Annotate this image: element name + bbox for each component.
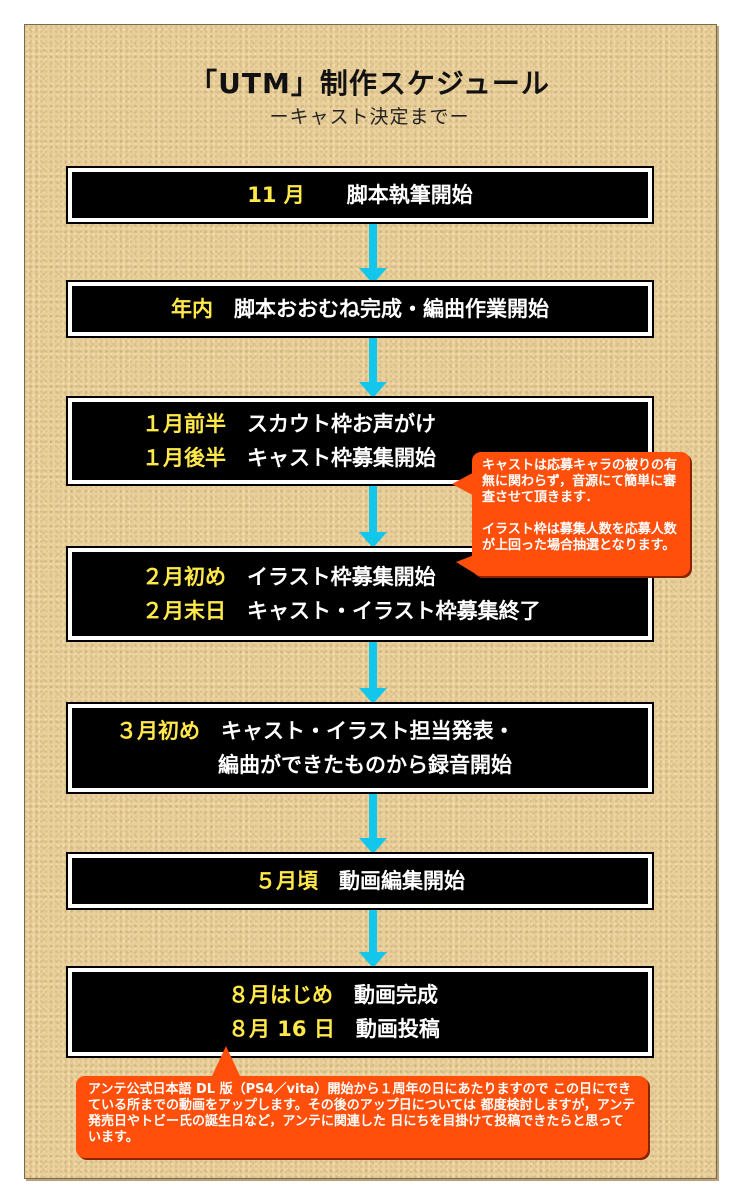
step-date: ２月末日	[142, 599, 226, 623]
step-line: １月前半 スカウト枠お声がけ	[142, 407, 436, 441]
step-text: 動画編集開始	[339, 869, 465, 893]
schedule-step-year-end: 年内 脚本おおむね完成・編曲作業開始	[66, 280, 654, 338]
schedule-step-november: 11 月 脚本執筆開始	[66, 166, 654, 224]
step-line: 11 月 脚本執筆開始	[247, 178, 473, 212]
step-text: 編曲ができたものから録音開始	[218, 753, 512, 777]
step-text: キャスト・イラスト担当発表・	[221, 719, 515, 743]
bottom-note: アンテ公式日本語 DL 版（PS4／vita）開始から１周年の日にあたりますので…	[76, 1076, 648, 1158]
down-arrow-icon	[353, 484, 393, 548]
down-arrow-icon	[353, 906, 393, 968]
step-line: 編曲ができたものから録音開始	[116, 748, 512, 782]
step-text: スカウト枠お声がけ	[247, 412, 436, 436]
step-line: １月後半 キャスト枠募集開始	[142, 441, 436, 475]
schedule-step-august: ８月はじめ 動画完成 ８月 16 日 動画投稿	[66, 966, 654, 1058]
schedule-step-february: ２月初め イラスト枠募集開始 ２月末日 キャスト・イラスト枠募集終了	[66, 546, 654, 642]
schedule-step-may: ５月頃 動画編集開始	[66, 852, 654, 910]
step-text: キャスト枠募集開始	[247, 446, 436, 470]
step-date: 年内	[171, 297, 213, 321]
step-date: ８月 16 日	[228, 1017, 335, 1041]
down-arrow-icon	[353, 640, 393, 704]
step-date: ５月頃	[255, 869, 318, 893]
step-text: イラスト枠募集開始	[247, 565, 436, 589]
step-line: ５月頃 動画編集開始	[255, 864, 465, 898]
step-date: ２月初め	[142, 565, 226, 589]
step-date: 11 月	[247, 183, 305, 207]
step-line: ３月初め キャスト・イラスト担当発表・	[116, 714, 515, 748]
down-arrow-icon	[353, 792, 393, 854]
step-text: 動画完成	[354, 983, 438, 1007]
page-subtitle: ーキャスト決定までー	[269, 106, 470, 128]
step-line: ８月 16 日 動画投稿	[228, 1012, 440, 1046]
down-arrow-icon	[353, 336, 393, 398]
step-text: 脚本執筆開始	[346, 183, 473, 207]
note-pointer	[212, 1046, 240, 1076]
step-line: ８月はじめ 動画完成	[228, 978, 438, 1012]
step-text: 脚本おおむね完成・編曲作業開始	[234, 297, 549, 321]
down-arrow-icon	[353, 222, 393, 284]
step-date: ３月初め	[116, 719, 200, 743]
step-line: ２月末日 キャスト・イラスト枠募集終了	[142, 594, 541, 628]
schedule-step-march: ３月初め キャスト・イラスト担当発表・ 編曲ができたものから録音開始	[66, 702, 654, 794]
step-text: キャスト・イラスト枠募集終了	[247, 599, 541, 623]
cast-note-text: キャストは応募キャラの被りの有無に関わらず，音源にて簡単に審査させて頂きます．	[482, 458, 678, 505]
step-line: 年内 脚本おおむね完成・編曲作業開始	[171, 292, 549, 326]
step-date: ８月はじめ	[228, 983, 333, 1007]
page-title: 「UTM」制作スケジュール	[189, 67, 550, 100]
bottom-note-text: アンテ公式日本語 DL 版（PS4／vita）開始から１周年の日にあたりますので…	[88, 1082, 636, 1145]
step-date: １月前半	[142, 412, 226, 436]
cast-note: キャストは応募キャラの被りの有無に関わらず，音源にて簡単に審査させて頂きます． …	[472, 452, 690, 576]
step-line: ２月初め イラスト枠募集開始	[142, 560, 436, 594]
illust-note-text: イラスト枠は募集人数を応募人数が上回った場合抽選となります。	[482, 522, 677, 553]
step-date: １月後半	[142, 446, 226, 470]
step-text: 動画投稿	[355, 1017, 440, 1041]
